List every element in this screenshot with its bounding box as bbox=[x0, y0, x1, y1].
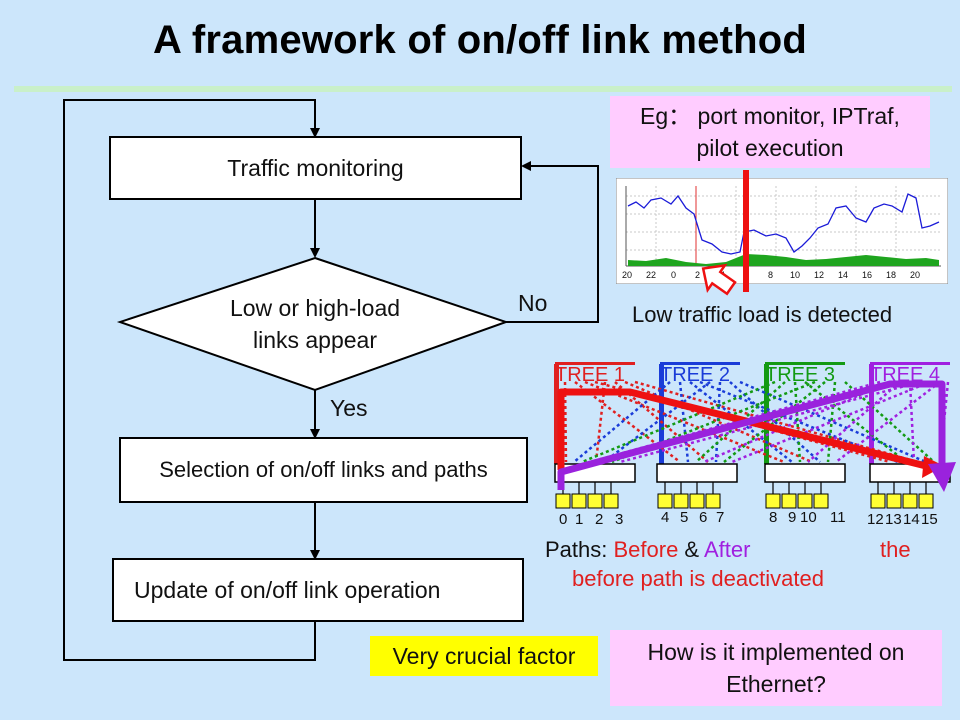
x-tick: 10 bbox=[790, 270, 800, 280]
tree-1-root bbox=[554, 364, 559, 464]
host-number: 11 bbox=[830, 509, 846, 526]
x-tick: 18 bbox=[886, 270, 896, 280]
tree-label-2: TREE 2 bbox=[660, 362, 740, 382]
host-number: 5 bbox=[680, 509, 689, 526]
host-number: 12 bbox=[867, 511, 884, 528]
host-links bbox=[562, 482, 927, 494]
x-tick: 12 bbox=[814, 270, 824, 280]
example-box: Eg： port monitor, IPTraf, pilot executio… bbox=[610, 96, 930, 168]
traffic-baseline-area bbox=[628, 254, 939, 266]
host-number: 1 bbox=[575, 511, 584, 528]
tree-label-3: TREE 3 bbox=[765, 362, 845, 382]
x-tick: 14 bbox=[838, 270, 848, 280]
title-divider bbox=[14, 86, 952, 92]
traffic-monitoring-box: Traffic monitoring bbox=[109, 136, 522, 200]
host-number: 10 bbox=[800, 509, 817, 526]
tree-2-root bbox=[659, 364, 664, 464]
selection-box: Selection of on/off links and paths bbox=[119, 437, 528, 503]
graph-caption: Low traffic load is detected bbox=[632, 302, 893, 327]
host-number: 15 bbox=[921, 511, 938, 528]
traffic-graph: 20 22 0 2 4 6 8 10 12 14 16 18 20 bbox=[616, 178, 948, 284]
x-tick: 16 bbox=[862, 270, 872, 280]
host-number: 2 bbox=[595, 511, 604, 528]
deactivated-label: before path is deactivated bbox=[572, 566, 824, 591]
x-tick: 20 bbox=[910, 270, 920, 280]
tree-links bbox=[563, 380, 950, 464]
yes-label: Yes bbox=[330, 395, 368, 421]
no-label: No bbox=[518, 290, 548, 316]
x-tick: 22 bbox=[646, 270, 656, 280]
host-nodes bbox=[555, 493, 934, 509]
tree-label-4: TREE 4 bbox=[870, 362, 950, 382]
traffic-line bbox=[627, 193, 940, 255]
before-label: Before bbox=[613, 537, 679, 562]
host-number: 9 bbox=[788, 509, 797, 526]
host-number: 8 bbox=[769, 509, 778, 526]
x-tick: 0 bbox=[671, 270, 676, 280]
host-number: 0 bbox=[559, 511, 568, 528]
x-tick: 8 bbox=[768, 270, 773, 280]
x-tick: 2 bbox=[695, 270, 700, 280]
host-number: 4 bbox=[661, 509, 670, 526]
after-label: After bbox=[704, 537, 751, 562]
update-label: Update of on/off link operation bbox=[134, 576, 441, 603]
the-label: the bbox=[880, 537, 911, 562]
page-title: A framework of on/off link method bbox=[152, 18, 808, 62]
x-tick: 20 bbox=[622, 270, 632, 280]
before-path bbox=[557, 388, 927, 470]
loop-back-line bbox=[63, 99, 320, 661]
host-number: 6 bbox=[699, 509, 708, 526]
host-number: 3 bbox=[615, 511, 624, 528]
tree-label-1: TREE 1 bbox=[555, 362, 635, 382]
pointer-arrow-icon bbox=[701, 263, 737, 296]
crucial-factor-badge: Very crucial factor bbox=[370, 636, 598, 676]
after-path bbox=[557, 380, 946, 490]
question-box: How is it implemented on Ethernet? bbox=[610, 630, 942, 706]
edge-switches bbox=[554, 463, 951, 483]
no-branch-line bbox=[506, 161, 599, 323]
paths-caption: Paths: Before & After bbox=[545, 537, 751, 562]
tree-4-root bbox=[869, 364, 874, 464]
decision-text: Low or high-load links appear bbox=[229, 295, 401, 353]
host-number: 7 bbox=[716, 509, 725, 526]
decision-diamond bbox=[116, 256, 510, 392]
host-number: 13 bbox=[885, 511, 902, 528]
after-path-arrowhead bbox=[928, 462, 956, 492]
host-number: 14 bbox=[903, 511, 920, 528]
update-box: Update of on/off link operation bbox=[112, 558, 524, 622]
